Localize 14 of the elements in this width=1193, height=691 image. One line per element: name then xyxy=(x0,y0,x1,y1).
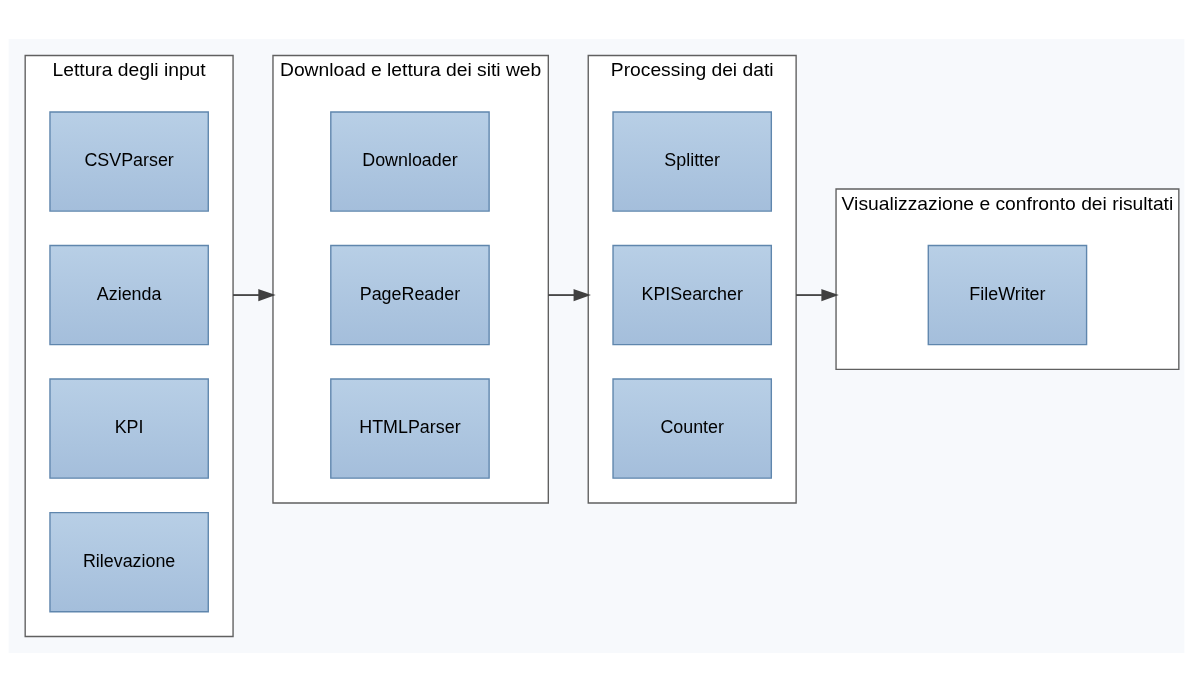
node-box: KPI xyxy=(49,377,209,479)
node-box: PageReader xyxy=(330,244,490,345)
node-box: CSVParser xyxy=(49,110,209,212)
node-box: KPISearcher xyxy=(612,244,773,345)
arrow xyxy=(795,288,839,301)
node-box: Azienda xyxy=(49,244,209,345)
arrow xyxy=(232,288,276,301)
arrow xyxy=(547,288,591,301)
node-box: Counter xyxy=(612,377,773,479)
node-box: Rilevazione xyxy=(49,511,209,612)
node-box: Downloader xyxy=(330,110,490,212)
node-box: Splitter xyxy=(612,110,773,212)
node-box: HTMLParser xyxy=(330,377,490,479)
node-box: FileWriter xyxy=(927,244,1088,345)
